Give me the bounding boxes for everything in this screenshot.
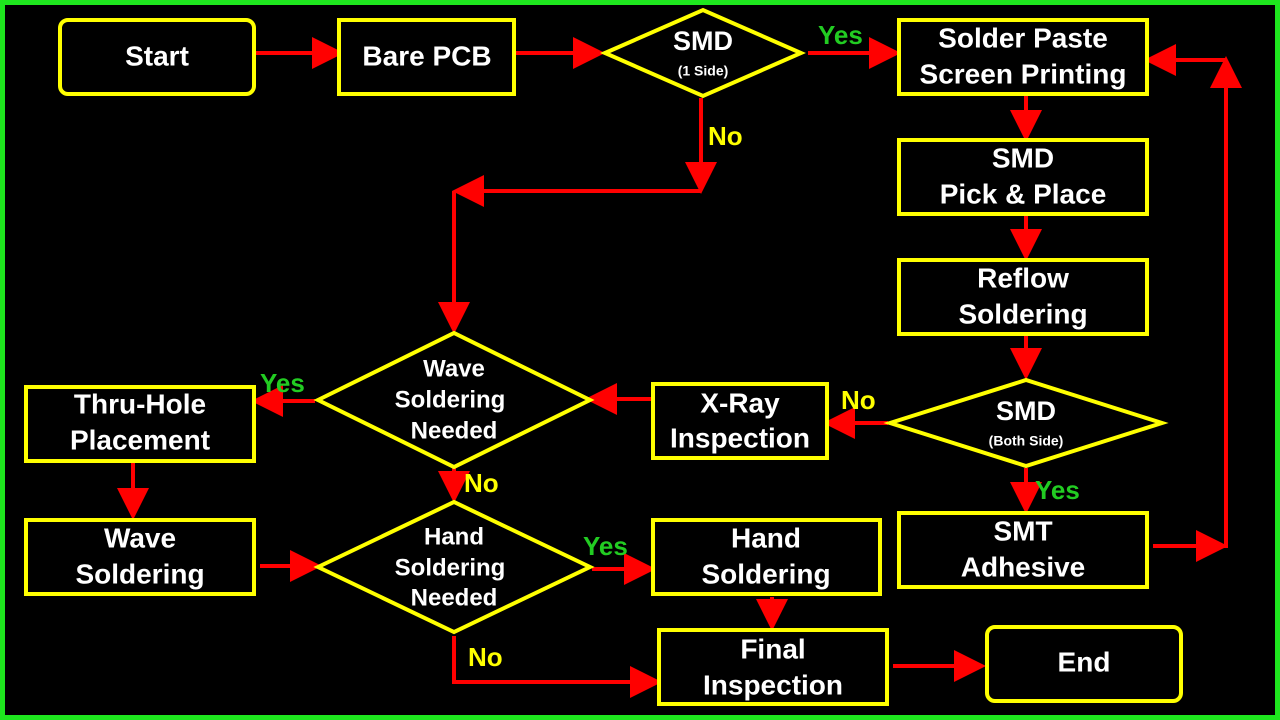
node-smt-adhesive[interactable]: SMT Adhesive <box>897 511 1149 589</box>
decision-wave-line2: Soldering <box>395 386 506 413</box>
node-reflow-line1: Reflow <box>977 262 1069 293</box>
label-hand-yes: Yes <box>583 531 628 561</box>
node-xray-inspection[interactable]: X-Ray Inspection <box>651 382 829 460</box>
node-hand-soldering-line2: Soldering <box>701 558 830 589</box>
node-thru-hole-placement[interactable]: Thru-Hole Placement <box>24 385 256 463</box>
node-reflow-soldering[interactable]: Reflow Soldering <box>897 258 1149 336</box>
node-final-line1: Final <box>740 633 805 664</box>
arrow-hand-no-to-final <box>452 636 662 698</box>
node-smd-pick-place[interactable]: SMD Pick & Place <box>897 138 1149 216</box>
decision-hand-line3: Needed <box>411 584 498 611</box>
node-reflow-line2: Soldering <box>958 298 1087 329</box>
node-thru-hole-line1: Thru-Hole <box>74 388 206 419</box>
decision-smd-one-side[interactable]: SMD (1 Side) <box>600 7 806 99</box>
node-solder-paste-line1: Solder Paste <box>938 22 1108 53</box>
decision-wave-line1: Wave <box>423 355 485 382</box>
node-xray-line1: X-Ray <box>700 387 780 418</box>
node-final-line2: Inspection <box>703 669 843 700</box>
decision-wave-line3: Needed <box>411 417 498 444</box>
label-smd1-no: No <box>708 121 743 151</box>
decision-wave-needed[interactable]: Wave Soldering Needed <box>313 330 595 470</box>
node-adhesive-line1: SMT <box>993 515 1052 546</box>
node-final-inspection[interactable]: Final Inspection <box>657 628 889 706</box>
node-end[interactable]: End <box>985 625 1183 703</box>
node-thru-hole-line2: Placement <box>70 424 210 455</box>
node-start[interactable]: Start <box>58 18 256 96</box>
arrow-adhesive-loop-up <box>1153 56 1242 548</box>
node-hand-soldering[interactable]: Hand Soldering <box>651 518 882 596</box>
node-start-label: Start <box>125 40 189 71</box>
label-wave-no: No <box>464 468 499 498</box>
label-hand-no: No <box>468 642 503 672</box>
node-wave-soldering-line2: Soldering <box>75 558 204 589</box>
decision-hand-line1: Hand <box>424 523 484 550</box>
node-xray-line2: Inspection <box>670 422 810 453</box>
node-bare-pcb-label: Bare PCB <box>362 40 491 71</box>
node-wave-soldering-line1: Wave <box>104 522 176 553</box>
node-pick-place-line2: Pick & Place <box>940 178 1107 209</box>
node-adhesive-line2: Adhesive <box>961 551 1086 582</box>
node-bare-pcb[interactable]: Bare PCB <box>337 18 516 96</box>
node-end-label: End <box>1058 646 1111 677</box>
decision-hand-line2: Soldering <box>395 554 506 581</box>
label-wave-yes: Yes <box>260 368 305 398</box>
node-pick-place-line1: SMD <box>992 142 1054 173</box>
decision-smd-one-side-title: SMD <box>673 26 733 56</box>
node-hand-soldering-line1: Hand <box>731 522 801 553</box>
node-wave-soldering[interactable]: Wave Soldering <box>24 518 256 596</box>
node-solder-paste-line2: Screen Printing <box>920 58 1127 89</box>
label-smd1-yes: Yes <box>818 20 863 50</box>
decision-smd-both-title: SMD <box>996 396 1056 426</box>
decision-smd-both-sub: (Both Side) <box>989 433 1064 449</box>
label-both-yes: Yes <box>1035 475 1080 505</box>
decision-smd-both-side[interactable]: SMD (Both Side) <box>883 377 1169 469</box>
node-solder-paste[interactable]: Solder Paste Screen Printing <box>897 18 1149 96</box>
decision-hand-needed[interactable]: Hand Soldering Needed <box>313 499 595 635</box>
label-both-no: No <box>841 385 876 415</box>
decision-smd-one-side-sub: (1 Side) <box>678 63 729 79</box>
